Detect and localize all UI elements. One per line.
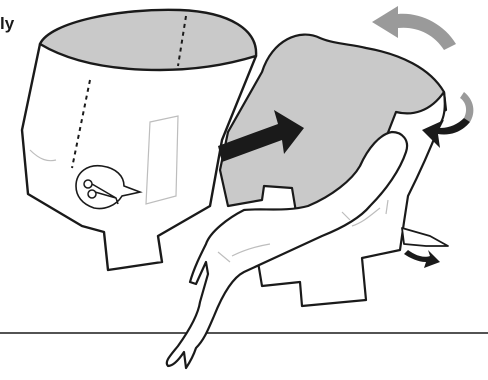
- detail-line: [29, 115, 179, 205]
- rotate-arrow-gray-icon: [460, 92, 474, 122]
- cylinder-top-opening: [38, 8, 258, 72]
- arm-outline: [165, 130, 409, 370]
- fold-arrow-icon: [422, 118, 470, 148]
- push-arrow-icon: [218, 110, 304, 162]
- scissors-icon: [75, 164, 143, 210]
- hand-arm: [165, 130, 409, 370]
- tape-arrow-icon: [404, 250, 440, 268]
- fold-line-top: [177, 15, 187, 67]
- detail-line: [217, 211, 351, 263]
- rotate-arrow-gray-icon: [372, 6, 456, 50]
- tape-tab: [401, 227, 449, 247]
- caption-fragment: ly: [0, 14, 15, 33]
- fold-line-front: [71, 79, 91, 169]
- detail-line: [351, 199, 389, 227]
- diaper-front-cylinder: [20, 8, 258, 272]
- scissors-handle: [87, 189, 97, 199]
- scissors-blades: [91, 183, 119, 205]
